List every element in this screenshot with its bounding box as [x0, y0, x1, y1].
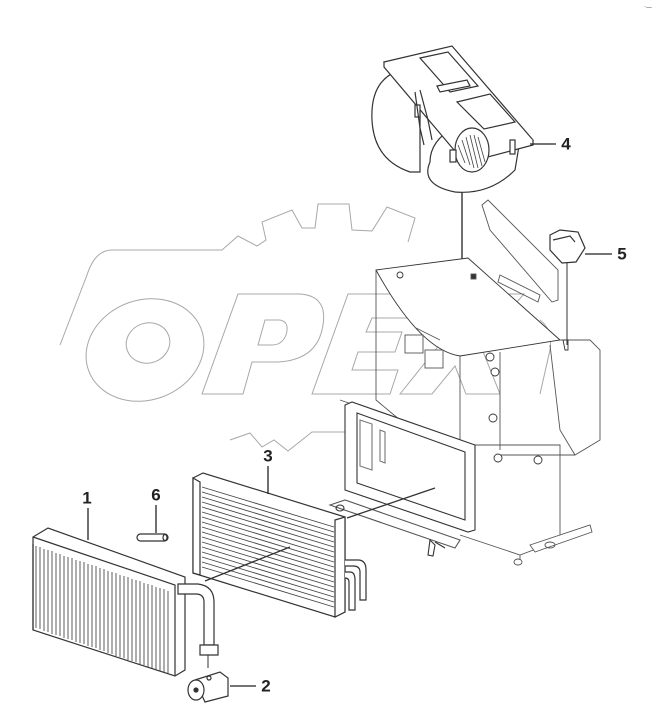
callout-3: 3 [263, 446, 273, 466]
callout-4: 4 [561, 134, 571, 154]
heater-core-rear [192, 472, 367, 618]
opex-watermark [59, 203, 551, 452]
heater-core-front [32, 527, 219, 677]
valve-fitting [187, 671, 229, 703]
heater-housing [339, 199, 601, 566]
front-frame [328, 401, 476, 557]
leader-core1 [204, 546, 291, 582]
callout-2: 2 [261, 676, 271, 696]
callout-1: 1 [82, 488, 92, 508]
relay-module [549, 229, 586, 345]
blower-fan-unit [371, 45, 535, 193]
callout-leaders [87, 143, 612, 687]
callout-6: 6 [151, 485, 161, 505]
corner-mark: ·— [644, 4, 652, 11]
leader-core3 [346, 487, 436, 519]
pin-sleeve [136, 533, 169, 542]
callout-5: 5 [617, 244, 627, 264]
